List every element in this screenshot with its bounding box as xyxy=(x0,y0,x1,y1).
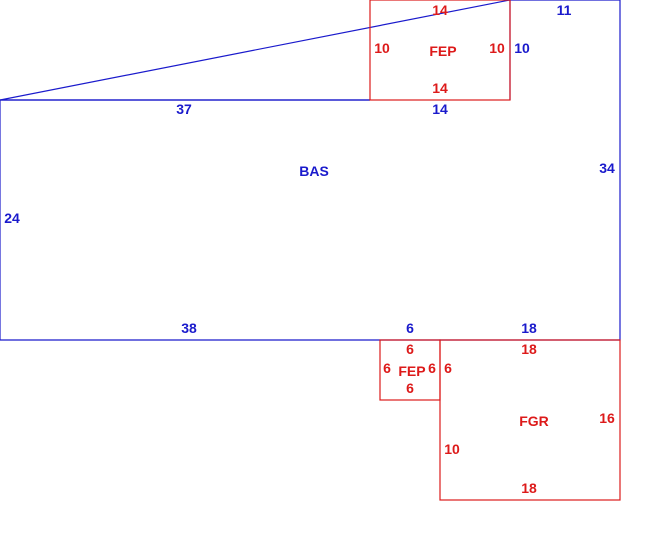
fep-small-dim-left: 6 xyxy=(383,360,391,376)
fgr-dim-left-upper: 6 xyxy=(444,360,452,376)
fep-top-dim-right: 10 xyxy=(489,40,505,56)
bas-dim-top-left: 37 xyxy=(176,101,192,117)
fgr-dim-top: 18 xyxy=(521,341,537,357)
bas-dim-bottom-left: 38 xyxy=(181,320,197,336)
bas-dim-right-upper: 11 xyxy=(557,2,572,18)
bas-dim-right-notch: 10 xyxy=(514,40,530,56)
bas-dim-bottom-right: 18 xyxy=(521,320,537,336)
fep-small-dim-top: 6 xyxy=(406,341,414,357)
fep-top-area-label: FEP xyxy=(429,43,456,59)
fgr-area-label: FGR xyxy=(519,413,549,429)
bas-dim-right-side: 34 xyxy=(599,160,615,176)
fgr-dim-right: 16 xyxy=(599,410,615,426)
fep-small-dim-bottom: 6 xyxy=(406,380,414,396)
fgr-dim-bottom: 18 xyxy=(521,480,537,496)
fep-small-area-label: FEP xyxy=(398,363,425,379)
fep-top-dim-bottom: 14 xyxy=(432,80,448,96)
bas-dim-top-right: 14 xyxy=(432,101,448,117)
fep-top-outline xyxy=(369,0,511,101)
fep-top-dim-top: 14 xyxy=(432,2,448,18)
bas-dim-left: 24 xyxy=(4,210,20,226)
bas-dim-bottom-mid: 6 xyxy=(406,320,414,336)
fep-top-dim-left: 10 xyxy=(374,40,390,56)
fep-small-dim-right: 6 xyxy=(428,360,436,376)
fgr-dim-left: 10 xyxy=(444,441,460,457)
fgr-outline xyxy=(439,339,621,501)
bas-area-label: BAS xyxy=(299,163,329,179)
